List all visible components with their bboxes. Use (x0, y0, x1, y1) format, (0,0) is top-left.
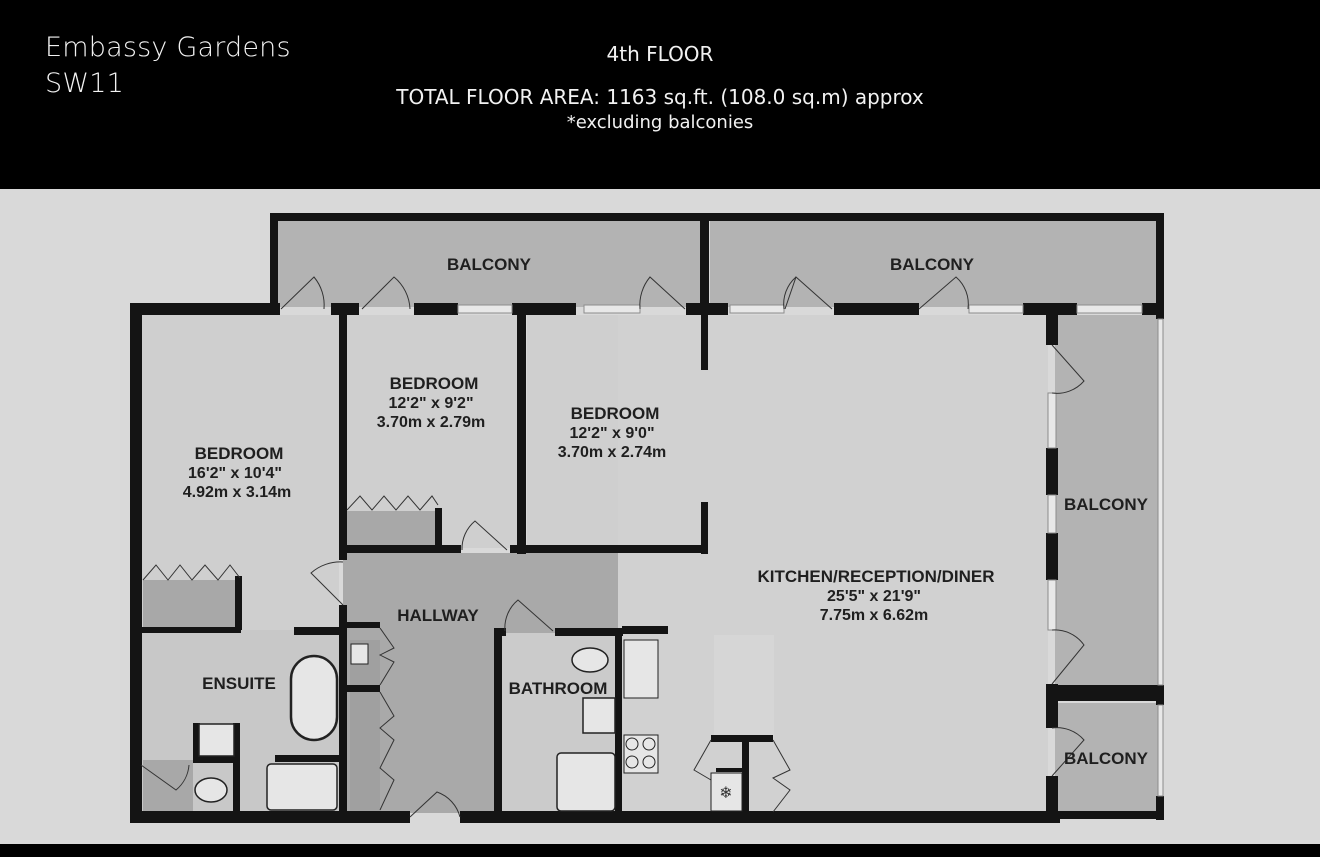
window-bedroom2 (457, 304, 513, 314)
balcony-bottom-right-label: BALCONY (1064, 749, 1149, 768)
floor-title-text: 4th FLOOR (606, 42, 714, 66)
window-kitchen-side-2 (1047, 494, 1057, 534)
hallway-label: HALLWAY (397, 606, 479, 625)
ensuite-shower-icon (266, 763, 338, 811)
hob-burner (625, 755, 639, 769)
bedroom1-imperial: 16'2" x 10'4" (188, 465, 282, 482)
boiler-icon (350, 643, 369, 665)
window-balcony-right (1157, 318, 1164, 686)
balcony-right-label: BALCONY (1064, 495, 1149, 514)
total-floor-area-text: TOTAL FLOOR AREA: 1163 sq.ft. (108.0 sq.… (396, 85, 924, 109)
balcony-top-left-area (278, 221, 700, 307)
floor-title: 4th FLOOR (0, 42, 1320, 66)
cupboard-doors-1 (378, 627, 395, 686)
window-kitchen-1 (729, 304, 785, 314)
ensuite-wc-area (143, 760, 193, 812)
kitchen-sink-icon (623, 639, 659, 699)
door-bedroom1-balcony (280, 276, 325, 310)
balcony-top-right-label: BALCONY (890, 255, 975, 274)
bedroom3-metric: 3.70m x 2.74m (558, 444, 667, 461)
cupboard-doors-2 (379, 691, 395, 811)
kitchen-cupboard-door-1 (693, 739, 712, 781)
total-floor-area: TOTAL FLOOR AREA: 1163 sq.ft. (108.0 sq.… (0, 85, 1320, 109)
header: Embassy Gardens SW11 4th FLOOR TOTAL FLO… (0, 0, 1320, 189)
door-bedroom2 (461, 520, 508, 551)
bedroom1-metric: 4.92m x 3.14m (183, 484, 292, 501)
window-kitchen-2 (968, 304, 1024, 314)
hob-burner (642, 755, 656, 769)
wardrobe-bedroom1 (143, 580, 239, 630)
bathtub-icon (289, 654, 339, 742)
door-entrance (409, 791, 461, 818)
window-balcony-bottom (1157, 704, 1164, 797)
balcony-right-area (1055, 315, 1158, 687)
kitchen-imperial: 25'5" x 21'9" (827, 588, 921, 605)
bathroom-shower-icon (556, 752, 616, 812)
room-fills (141, 221, 1158, 813)
bedroom2-metric: 3.70m x 2.79m (377, 414, 486, 431)
window-kitchen-side-3 (1047, 579, 1057, 631)
area-note-text: *excluding balconies (566, 112, 754, 133)
hob-burner (625, 737, 639, 751)
bathroom-label: BATHROOM (509, 679, 608, 698)
wardrobe-bedroom1-doors (142, 564, 241, 581)
door-balcony-bottom (1051, 727, 1085, 777)
hallway-cupboard (350, 640, 380, 812)
bedroom3-name: BEDROOM (571, 404, 660, 423)
fixtures (194, 639, 743, 812)
snowflake-icon: ❄ (719, 783, 732, 802)
door-balcony-right-1 (1051, 344, 1085, 394)
area-note: *excluding balconies (0, 112, 1320, 133)
kitchen-cupboard-door-2 (772, 739, 791, 813)
door-balcony-right-2 (1051, 629, 1085, 685)
balcony-top-left-label: BALCONY (447, 255, 532, 274)
bedroom2-imperial: 12'2" x 9'2" (388, 395, 473, 412)
bedroom3-imperial: 12'2" x 9'0" (569, 425, 654, 442)
footer-bar (0, 844, 1320, 857)
wardrobe-bedroom2-doors (346, 495, 439, 511)
bedroom2-area (347, 315, 517, 548)
balcony-bottom-right-area (1055, 703, 1158, 813)
hob-burner (642, 737, 656, 751)
fridge-freezer-icon (710, 772, 743, 812)
ensuite-label: ENSUITE (202, 674, 276, 693)
kitchen-name: KITCHEN/RECEPTION/DINER (757, 567, 994, 586)
bathroom-basin-icon (582, 697, 616, 734)
window-kitchen-side-1 (1047, 392, 1057, 449)
door-kitchen-balcony-2 (918, 276, 969, 310)
doors (140, 276, 1085, 818)
window-kitchen-3 (1076, 304, 1143, 314)
door-bedroom2-balcony (361, 276, 411, 310)
bathroom-toilet-icon (571, 647, 609, 673)
door-ensuite-wc (140, 764, 190, 791)
bedroom2-name: BEDROOM (390, 374, 479, 393)
kitchen-island-shadow (714, 635, 774, 740)
room-labels: BALCONY BALCONY BALCONY BALCONY BEDROOM … (183, 255, 1149, 768)
window-bedroom3 (583, 304, 641, 314)
property-name: Embassy Gardens (45, 32, 291, 63)
ensuite-toilet-icon (194, 777, 228, 803)
balcony-top-right-area (710, 221, 1158, 307)
door-bedroom3-balcony (639, 276, 686, 310)
door-bathroom (504, 599, 554, 632)
ensuite-basin-icon (198, 723, 235, 757)
door-bedroom1 (310, 561, 344, 606)
property-address: Embassy Gardens SW11 (45, 30, 291, 102)
walls (130, 213, 1164, 823)
kitchen-metric: 7.75m x 6.62m (820, 607, 929, 624)
kitchen-area-upper (704, 315, 1048, 553)
bedroom1-name: BEDROOM (195, 444, 284, 463)
door-kitchen-balcony-1-arc (783, 276, 797, 310)
wardrobe-bedroom2 (347, 511, 438, 548)
property-postcode: SW11 (45, 68, 124, 99)
